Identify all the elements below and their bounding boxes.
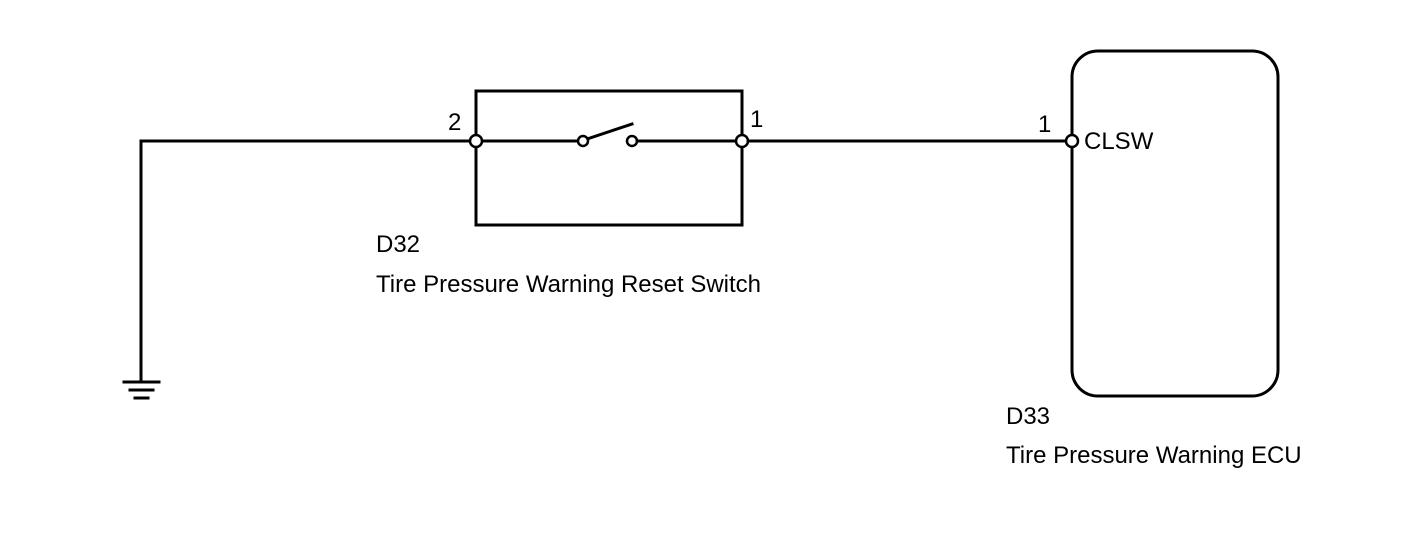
switch-pin-1-terminal [734, 133, 750, 149]
ground-wire [139, 139, 478, 383]
switch-name-label: Tire Pressure Warning Reset Switch [376, 271, 761, 298]
switch-connector-label: D32 [376, 231, 420, 258]
switch-contact-left [576, 134, 590, 148]
reset-switch-component: 2 1 D32 Tire Pressure Warning Reset Swit… [376, 89, 763, 298]
switch-pin-1-label: 1 [750, 106, 763, 133]
switch-icon [474, 122, 744, 148]
ecu-pin-1-terminal [1064, 133, 1080, 149]
ecu-connector-label: D33 [1006, 403, 1050, 430]
ground-icon [122, 380, 161, 400]
switch-pin-2-terminal [468, 133, 484, 149]
ecu-terminal-name: CLSW [1084, 128, 1154, 155]
switch-pin-2-label: 2 [448, 109, 461, 136]
ecu-pin-1-label: 1 [1038, 111, 1051, 138]
switch-blade [585, 122, 634, 141]
switch-housing [474, 89, 744, 227]
ecu-housing [1070, 49, 1280, 398]
ecu-name-label: Tire Pressure Warning ECU [1006, 442, 1302, 469]
ecu-component: 1 CLSW D33 Tire Pressure Warning ECU [1006, 49, 1302, 469]
